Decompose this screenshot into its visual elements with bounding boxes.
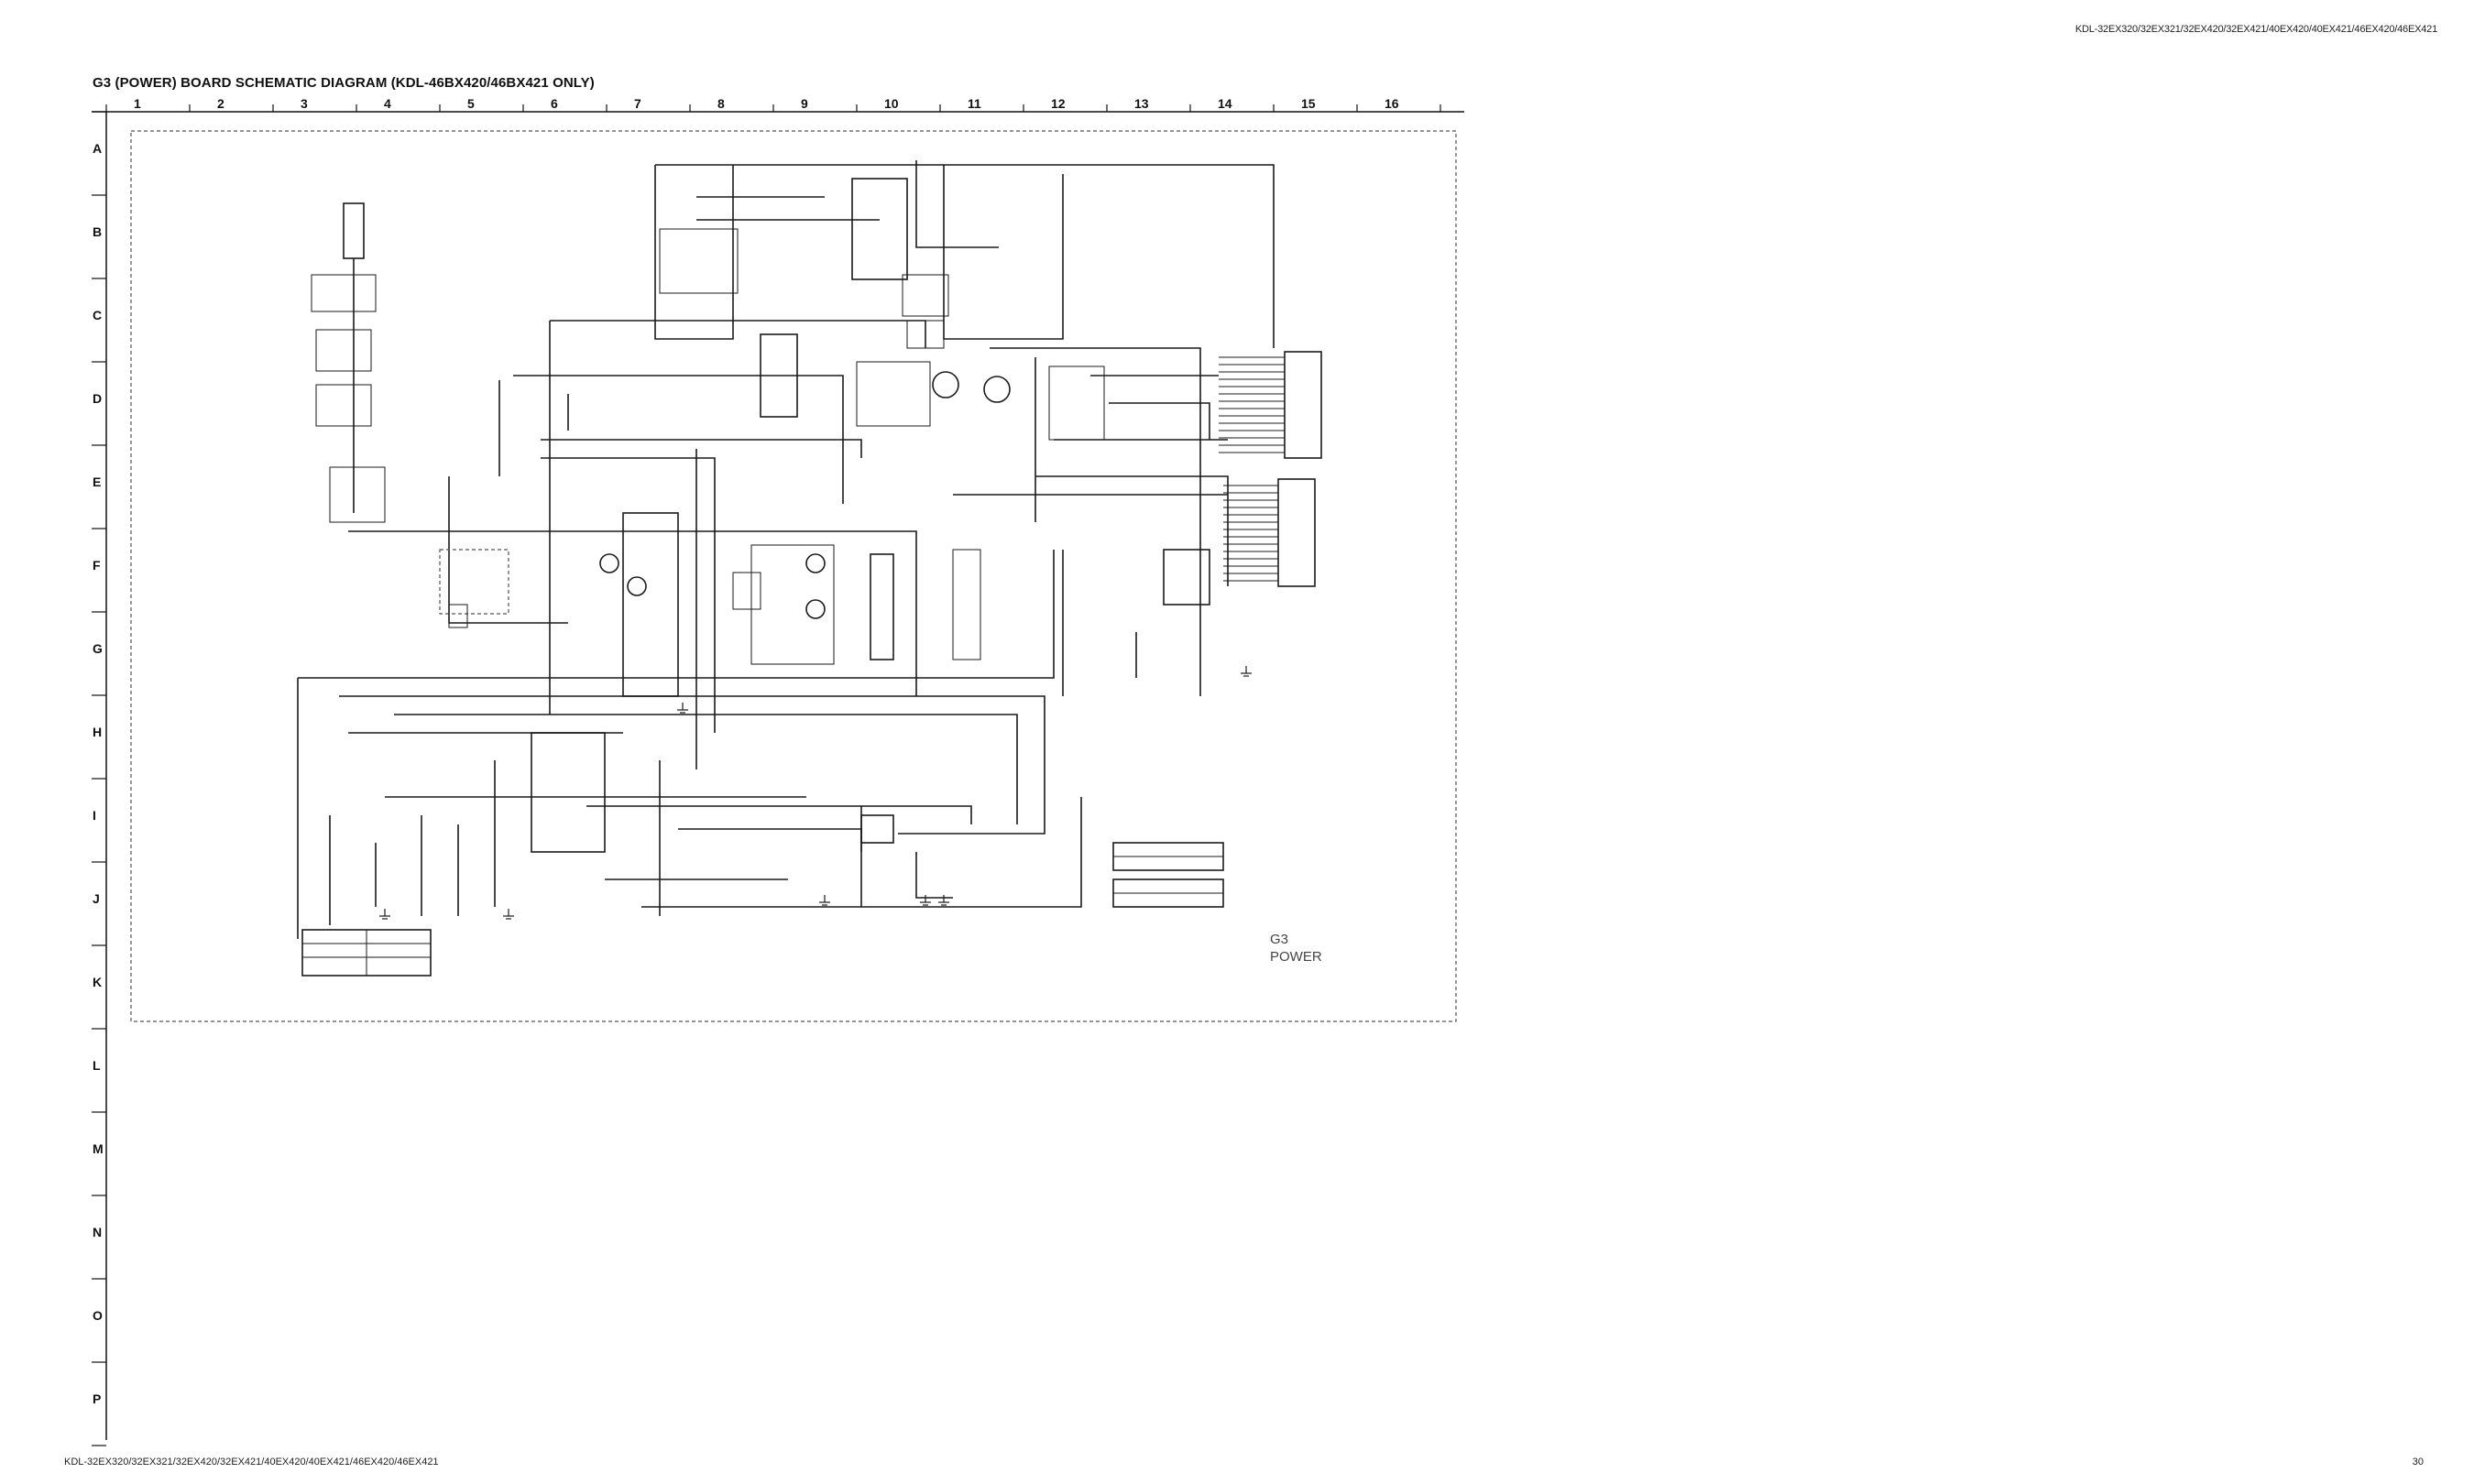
row-label: N xyxy=(93,1225,102,1239)
column-label: 7 xyxy=(634,96,641,111)
row-label: B xyxy=(93,224,102,239)
page-title: G3 (POWER) BOARD SCHEMATIC DIAGRAM (KDL-… xyxy=(93,75,595,91)
column-label: 2 xyxy=(217,96,224,111)
page-number: 30 xyxy=(2412,1457,2424,1468)
row-label: E xyxy=(93,475,101,489)
ground-icon xyxy=(503,909,514,920)
column-label: 12 xyxy=(1051,96,1066,111)
ground-icon xyxy=(938,895,949,906)
column-label: 1 xyxy=(134,96,141,111)
board-label-line2: POWER xyxy=(1270,949,1322,965)
row-label: F xyxy=(93,558,101,573)
model-header: KDL-32EX320/32EX321/32EX420/32EX421/40EX… xyxy=(2074,24,2437,35)
ground-icon xyxy=(920,895,931,906)
column-label: 8 xyxy=(717,96,725,111)
column-label: 3 xyxy=(301,96,308,111)
ground-icon xyxy=(379,909,390,920)
column-label: 13 xyxy=(1134,96,1149,111)
row-label: H xyxy=(93,725,102,739)
row-label: L xyxy=(93,1058,101,1073)
row-label: C xyxy=(93,308,102,322)
board-label-line1: G3 xyxy=(1270,932,1288,947)
row-label: P xyxy=(93,1391,101,1406)
row-label: J xyxy=(93,891,100,906)
column-label: 10 xyxy=(884,96,899,111)
column-label: 15 xyxy=(1301,96,1316,111)
schematic-frame xyxy=(130,130,1457,1022)
row-label: G xyxy=(93,641,103,656)
ground-icon xyxy=(1241,666,1252,677)
row-label: K xyxy=(93,975,102,989)
row-label: D xyxy=(93,391,102,406)
column-label: 4 xyxy=(384,96,391,111)
row-label: A xyxy=(93,141,102,156)
row-ruler: A B C D E F G H I J K L M N O P xyxy=(92,111,107,1446)
row-label: I xyxy=(93,808,96,823)
row-label: M xyxy=(93,1141,104,1156)
ground-icon xyxy=(677,703,688,714)
column-label: 5 xyxy=(467,96,475,111)
column-label: 6 xyxy=(551,96,558,111)
column-label: 9 xyxy=(801,96,808,111)
row-label: O xyxy=(93,1308,103,1323)
column-label: 16 xyxy=(1385,96,1399,111)
schematic-circuit xyxy=(297,160,1322,977)
ground-icon xyxy=(819,895,830,906)
column-label: 11 xyxy=(968,96,981,111)
footer-models: KDL-32EX320/32EX321/32EX420/32EX421/40EX… xyxy=(64,1457,439,1468)
column-label: 14 xyxy=(1218,96,1232,111)
